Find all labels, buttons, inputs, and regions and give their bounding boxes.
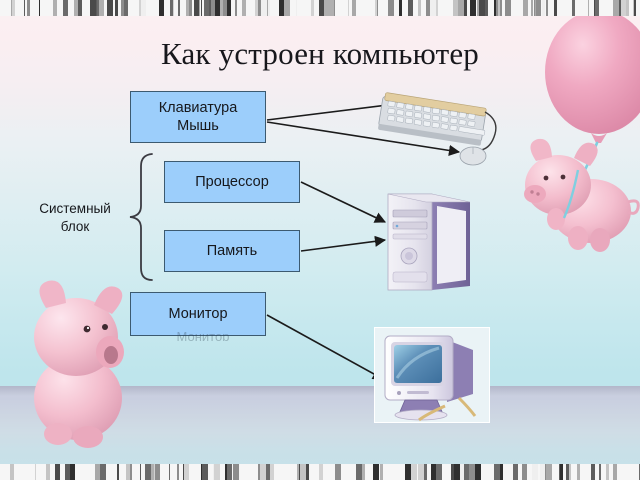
diagram-box-memory-label: Память — [206, 242, 258, 259]
diagram-box-processor[interactable]: Процессор — [164, 161, 300, 203]
system-unit-tower-image — [387, 193, 471, 291]
bottom-barcode-border — [0, 464, 640, 480]
top-barcode-border — [0, 0, 640, 16]
diagram-box-input-line2: Мышь — [177, 118, 219, 134]
system-unit-group-label-line1: Системный — [39, 201, 111, 216]
diagram-box-processor-label: Процессор — [195, 173, 269, 190]
crt-monitor-image — [374, 327, 490, 423]
keyboard-and-mouse-image — [378, 92, 497, 166]
connector-cpu-tower — [300, 181, 387, 223]
diagram-box-monitor-label: Монитор — [168, 305, 228, 322]
connector-monitor-display — [266, 314, 384, 380]
page-title: Как устроен компьютер — [161, 36, 479, 71]
system-unit-group-label: Системный блок — [22, 200, 128, 235]
diagram-box-memory[interactable]: Память — [164, 230, 300, 272]
diagram-box-monitor[interactable]: Монитор — [130, 292, 266, 336]
clipped-duplicate-text: Монитор — [176, 329, 230, 341]
curly-brace-icon — [129, 153, 153, 281]
connector-memory-tower — [300, 235, 387, 252]
floor-shadow — [0, 386, 640, 396]
diagram-box-input[interactable]: Клавиатура Мышь — [130, 91, 266, 143]
system-unit-group-label-line2: блок — [60, 218, 90, 234]
diagram-box-input-line1: Клавиатура — [158, 99, 238, 116]
